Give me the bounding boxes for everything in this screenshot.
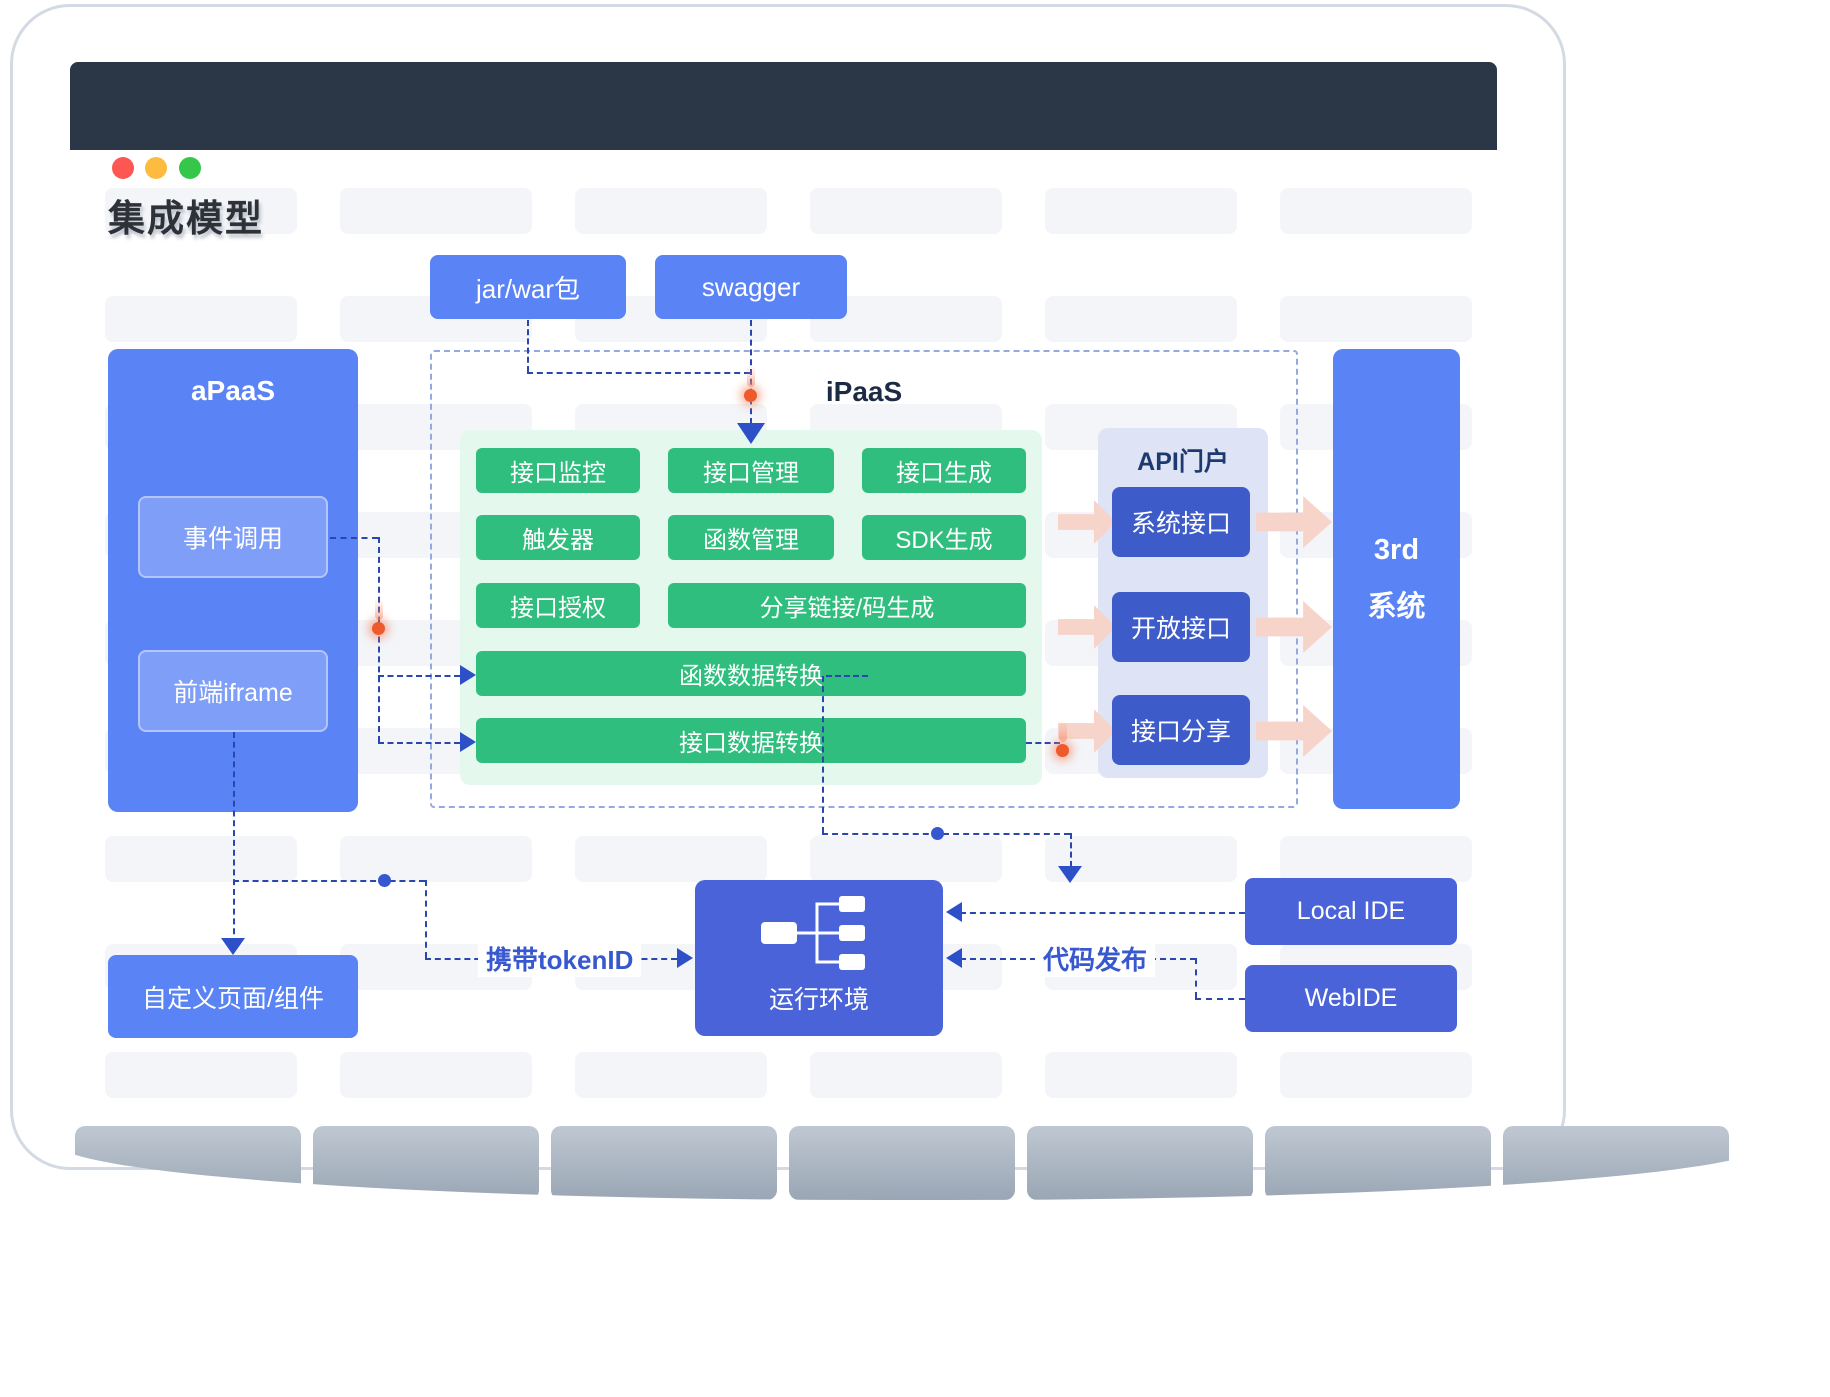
connector [1070, 833, 1072, 867]
connector [378, 675, 460, 677]
node-func-data-transform: 函数数据转换 [476, 651, 1026, 696]
node-open-api: 开放接口 [1112, 592, 1250, 662]
skeleton-block [1280, 1052, 1472, 1098]
api-portal-title: API门户 [1137, 448, 1229, 476]
skeleton-block [810, 1052, 1002, 1098]
browser-title-bar [70, 62, 1497, 179]
ipaas-title: iPaaS [825, 376, 903, 407]
arrow-right-icon [677, 948, 693, 968]
page-title: 集成模型 [108, 198, 264, 239]
connector [233, 880, 425, 882]
connector [233, 732, 235, 944]
junction-dot-icon [931, 827, 944, 840]
base-segment [313, 1126, 539, 1200]
node-api-manage: 接口管理 [668, 448, 834, 493]
skeleton-block [105, 188, 297, 234]
third-system-line2: 系统 [1367, 590, 1426, 623]
arrow-right-icon [460, 665, 476, 685]
connector [527, 320, 529, 372]
junction-dot-icon [378, 874, 391, 887]
edge-label-deploy: 代码发布 [1035, 940, 1156, 977]
flow-diagram-icon [761, 896, 865, 970]
node-system-api: 系统接口 [1112, 487, 1250, 557]
connector [826, 675, 868, 677]
node-runtime-env: 运行环境 [695, 880, 943, 1036]
third-system-line1: 3rd [1373, 533, 1420, 566]
arrow-down-icon [1058, 866, 1082, 883]
base-segment [789, 1126, 1015, 1200]
connector [378, 537, 380, 742]
base-segment [551, 1126, 777, 1200]
edge-label-token: 携带tokenID [478, 940, 642, 977]
node-func-manage: 函数管理 [668, 515, 834, 560]
skeleton-block [105, 836, 297, 882]
connector [822, 676, 824, 833]
skeleton-block [1280, 296, 1472, 342]
node-trigger: 触发器 [476, 515, 640, 560]
apaas-title: aPaaS [190, 375, 276, 406]
node-event-call: 事件调用 [138, 496, 328, 578]
node-swagger: swagger [655, 255, 847, 319]
runtime-label: 运行环境 [768, 986, 869, 1014]
connector [1026, 742, 1060, 744]
node-frontend-iframe: 前端iframe [138, 650, 328, 732]
base-segment [1027, 1126, 1253, 1200]
skeleton-block [105, 296, 297, 342]
connector [950, 912, 1245, 914]
node-local-ide: Local IDE [1245, 878, 1457, 945]
arrow-right-icon [460, 732, 476, 752]
traffic-light-green-icon [179, 157, 201, 179]
node-web-ide: WebIDE [1245, 965, 1457, 1032]
arrow-left-icon [946, 948, 962, 968]
traffic-light-yellow-icon [145, 157, 167, 179]
node-third-system: 3rd 系统 [1333, 349, 1460, 809]
connector [330, 537, 378, 539]
skeleton-block [575, 188, 767, 234]
node-api-auth: 接口授权 [476, 583, 640, 628]
ipaas-container: iPaaS [430, 350, 1298, 808]
waypoint-dot-icon [744, 365, 757, 402]
connector [1195, 998, 1245, 1000]
arrow-down-icon [737, 423, 765, 444]
skeleton-block [340, 836, 532, 882]
node-sdk-generate: SDK生成 [862, 515, 1026, 560]
base-segment [1265, 1126, 1491, 1200]
skeleton-block [1280, 836, 1472, 882]
node-api-generate: 接口生成 [862, 448, 1026, 493]
node-api-share: 接口分享 [1112, 695, 1250, 765]
laptop-base [55, 1126, 1773, 1200]
connector [425, 880, 427, 958]
node-share-link: 分享链接/码生成 [668, 583, 1026, 628]
skeleton-block [1045, 188, 1237, 234]
node-custom-page: 自定义页面/组件 [108, 955, 358, 1038]
connector [527, 372, 750, 374]
skeleton-block [575, 836, 767, 882]
connector [378, 742, 460, 744]
connector [1195, 958, 1197, 998]
arrow-left-icon [946, 902, 962, 922]
node-api-monitor: 接口监控 [476, 448, 640, 493]
traffic-light-red-icon [112, 157, 134, 179]
skeleton-block [575, 1052, 767, 1098]
skeleton-block [1280, 188, 1472, 234]
skeleton-block [105, 1052, 297, 1098]
skeleton-block [1045, 1052, 1237, 1098]
waypoint-dot-icon [1056, 720, 1069, 757]
skeleton-block [340, 1052, 532, 1098]
connector [822, 833, 1070, 835]
node-jar-war: jar/war包 [430, 255, 626, 319]
waypoint-dot-icon [372, 598, 385, 635]
base-segment [75, 1126, 301, 1200]
skeleton-block [1045, 296, 1237, 342]
arrow-down-icon [221, 938, 245, 955]
skeleton-block [810, 188, 1002, 234]
base-segment [1503, 1126, 1729, 1200]
skeleton-block [810, 836, 1002, 882]
node-api-data-transform: 接口数据转换 [476, 718, 1026, 763]
skeleton-block [340, 188, 532, 234]
